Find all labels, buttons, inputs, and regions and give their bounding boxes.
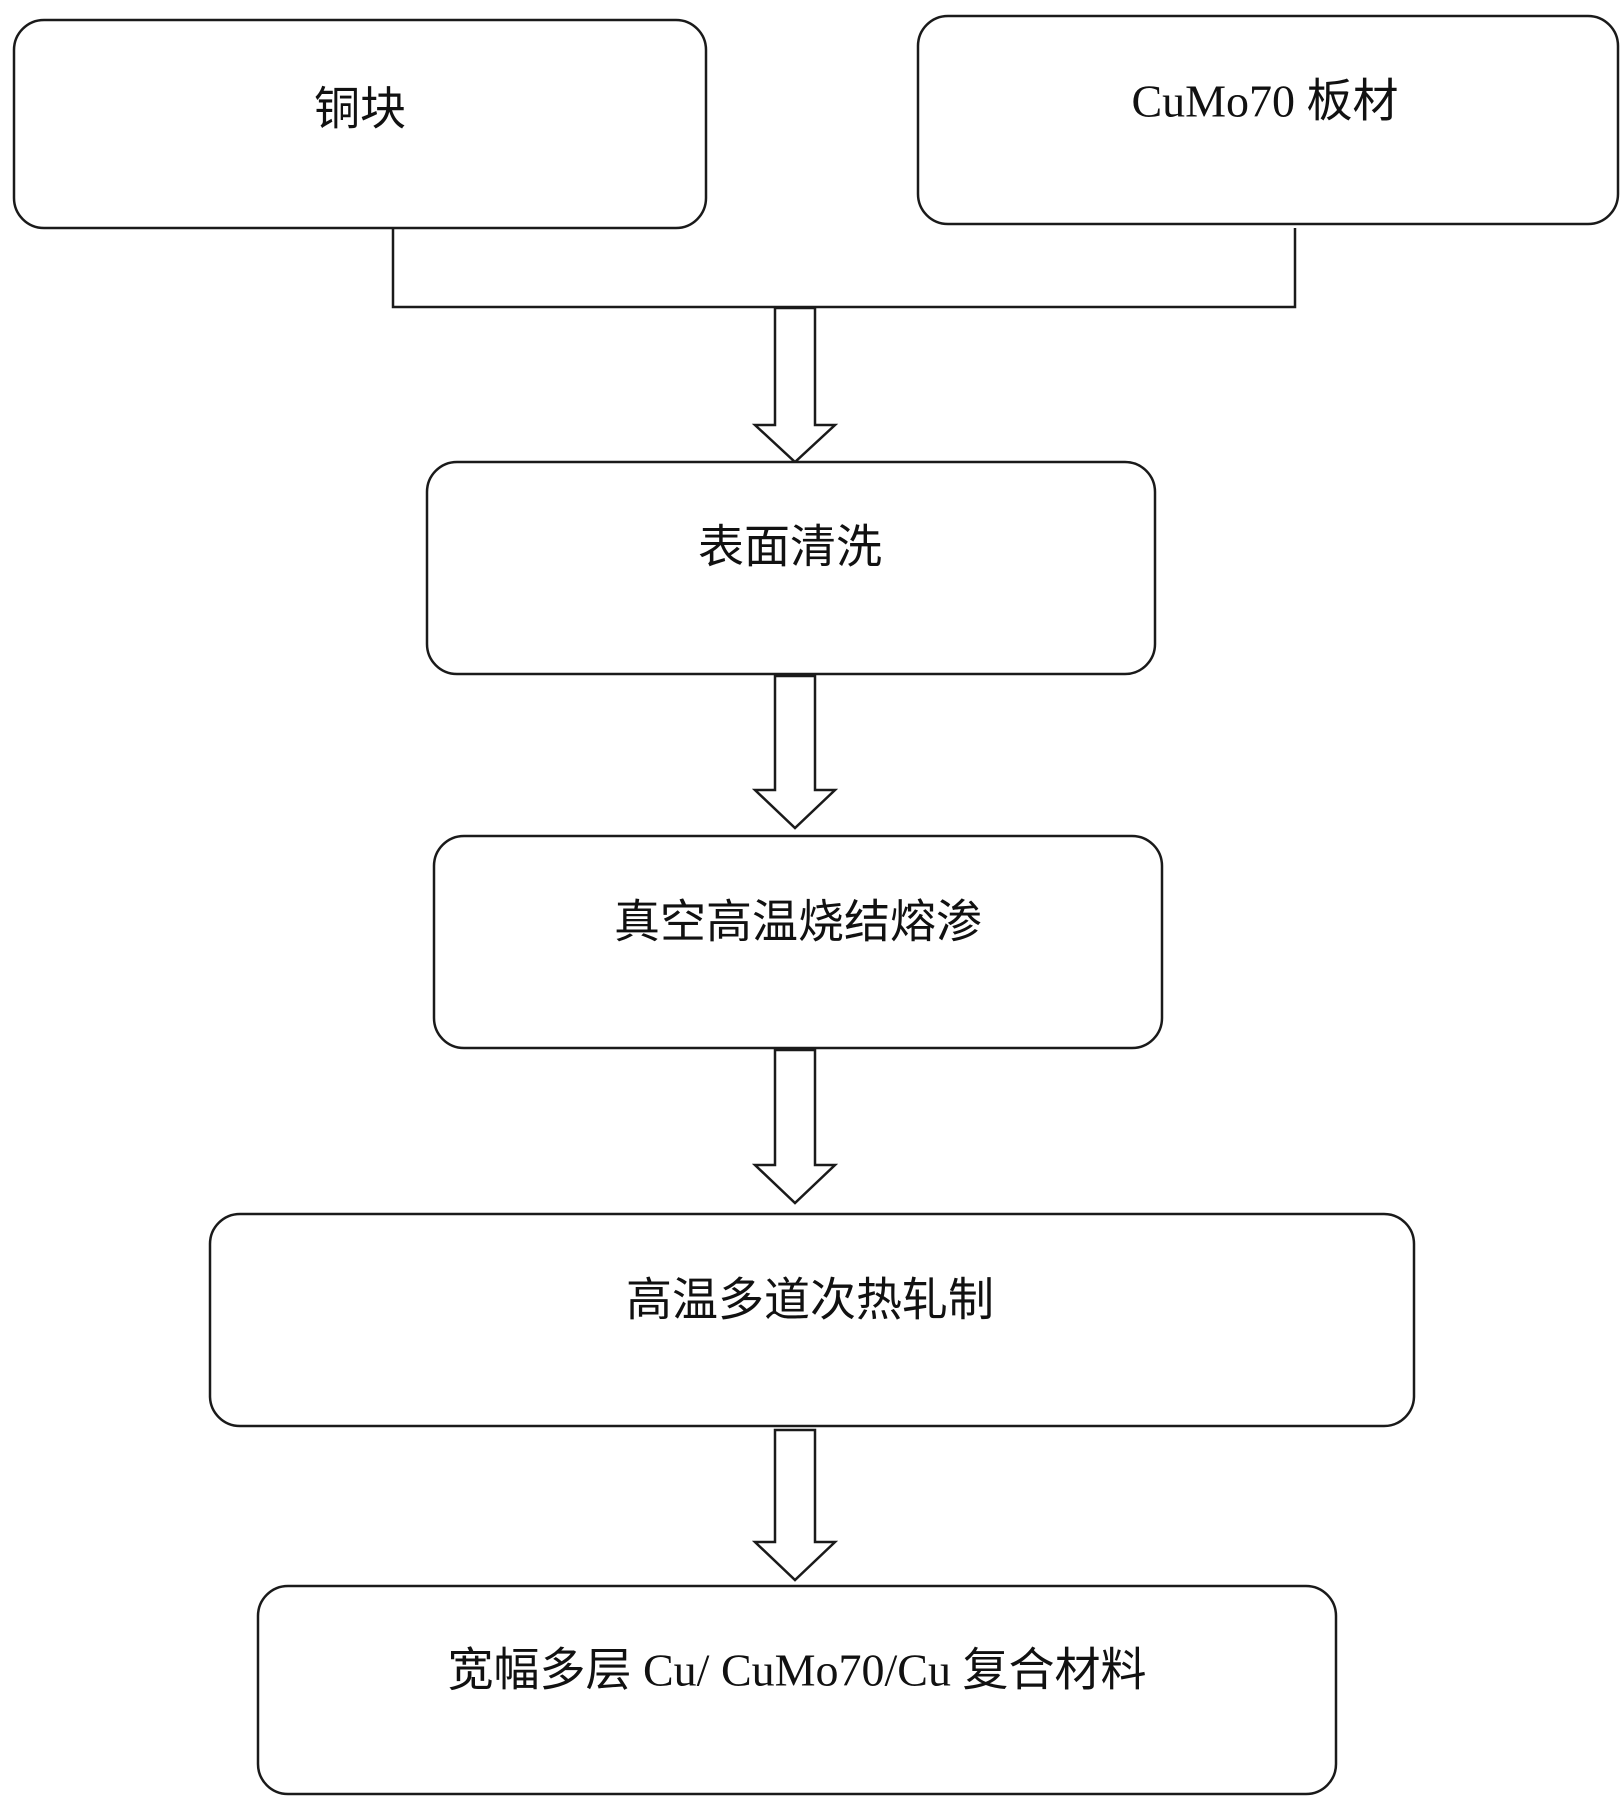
node-copper-block: 铜块 bbox=[14, 20, 706, 228]
node-label: 宽幅多层 Cu/ CuMo70/Cu 复合材料 bbox=[447, 1645, 1146, 1696]
arrow-inputs-to-cleaning bbox=[755, 308, 835, 462]
node-vacuum-sintering: 真空高温烧结熔渗 bbox=[434, 836, 1162, 1048]
merge-connector bbox=[393, 225, 1295, 307]
node-label: 铜块 bbox=[314, 82, 406, 136]
node-composite-material: 宽幅多层 Cu/ CuMo70/Cu 复合材料 bbox=[258, 1586, 1336, 1794]
arrow-cleaning-to-sintering bbox=[755, 676, 835, 828]
node-label: 高温多道次热轧制 bbox=[626, 1273, 994, 1327]
node-surface-cleaning: 表面清洗 bbox=[427, 462, 1155, 674]
node-hot-rolling: 高温多道次热轧制 bbox=[210, 1214, 1414, 1426]
arrow-sintering-to-rolling bbox=[755, 1050, 835, 1203]
arrow-rolling-to-composite bbox=[755, 1430, 835, 1580]
node-cumo70-sheet: CuMo70 板材 bbox=[918, 16, 1618, 224]
node-label: 真空高温烧结熔渗 bbox=[614, 895, 982, 949]
node-label: 表面清洗 bbox=[698, 520, 882, 574]
node-label: CuMo70 板材 bbox=[1131, 76, 1398, 127]
